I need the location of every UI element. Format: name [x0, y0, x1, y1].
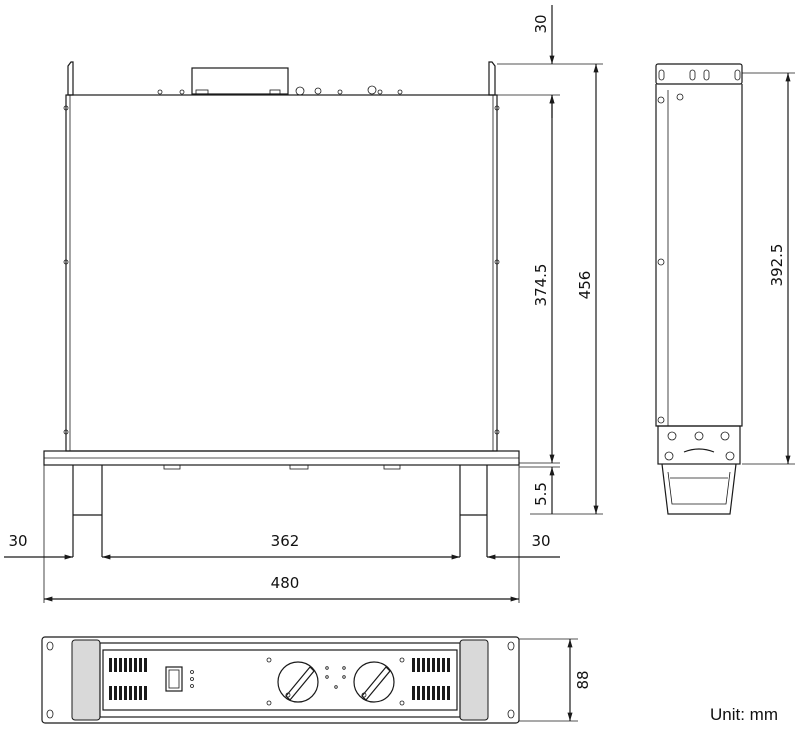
top-view	[43, 61, 520, 557]
dim-side-depth: 392.5	[768, 244, 786, 287]
left-knob	[266, 657, 319, 706]
dim-front-height: 88	[574, 670, 592, 689]
top-view-dimensions: 30 374.5 5.5 456 30 362 30 480	[4, 5, 603, 603]
side-view	[655, 63, 743, 515]
right-knob	[353, 657, 405, 706]
dim-body-depth: 374.5	[532, 264, 550, 307]
dim-top-clearance: 30	[532, 14, 550, 33]
front-view	[41, 636, 520, 724]
dim-foot-height: 5.5	[532, 482, 550, 506]
left-vents	[109, 658, 147, 700]
side-view-dimensions: 392.5	[742, 72, 795, 465]
dim-total-depth: 456	[576, 271, 594, 300]
right-vents	[412, 658, 450, 700]
dim-inner-width: 362	[271, 532, 300, 550]
front-view-dimensions: 88	[519, 638, 592, 722]
dim-left-offset: 30	[8, 532, 27, 550]
unit-label: Unit: mm	[710, 705, 778, 724]
dim-total-width: 480	[271, 574, 300, 592]
dim-right-offset: 30	[531, 532, 550, 550]
power-switch	[165, 666, 183, 692]
